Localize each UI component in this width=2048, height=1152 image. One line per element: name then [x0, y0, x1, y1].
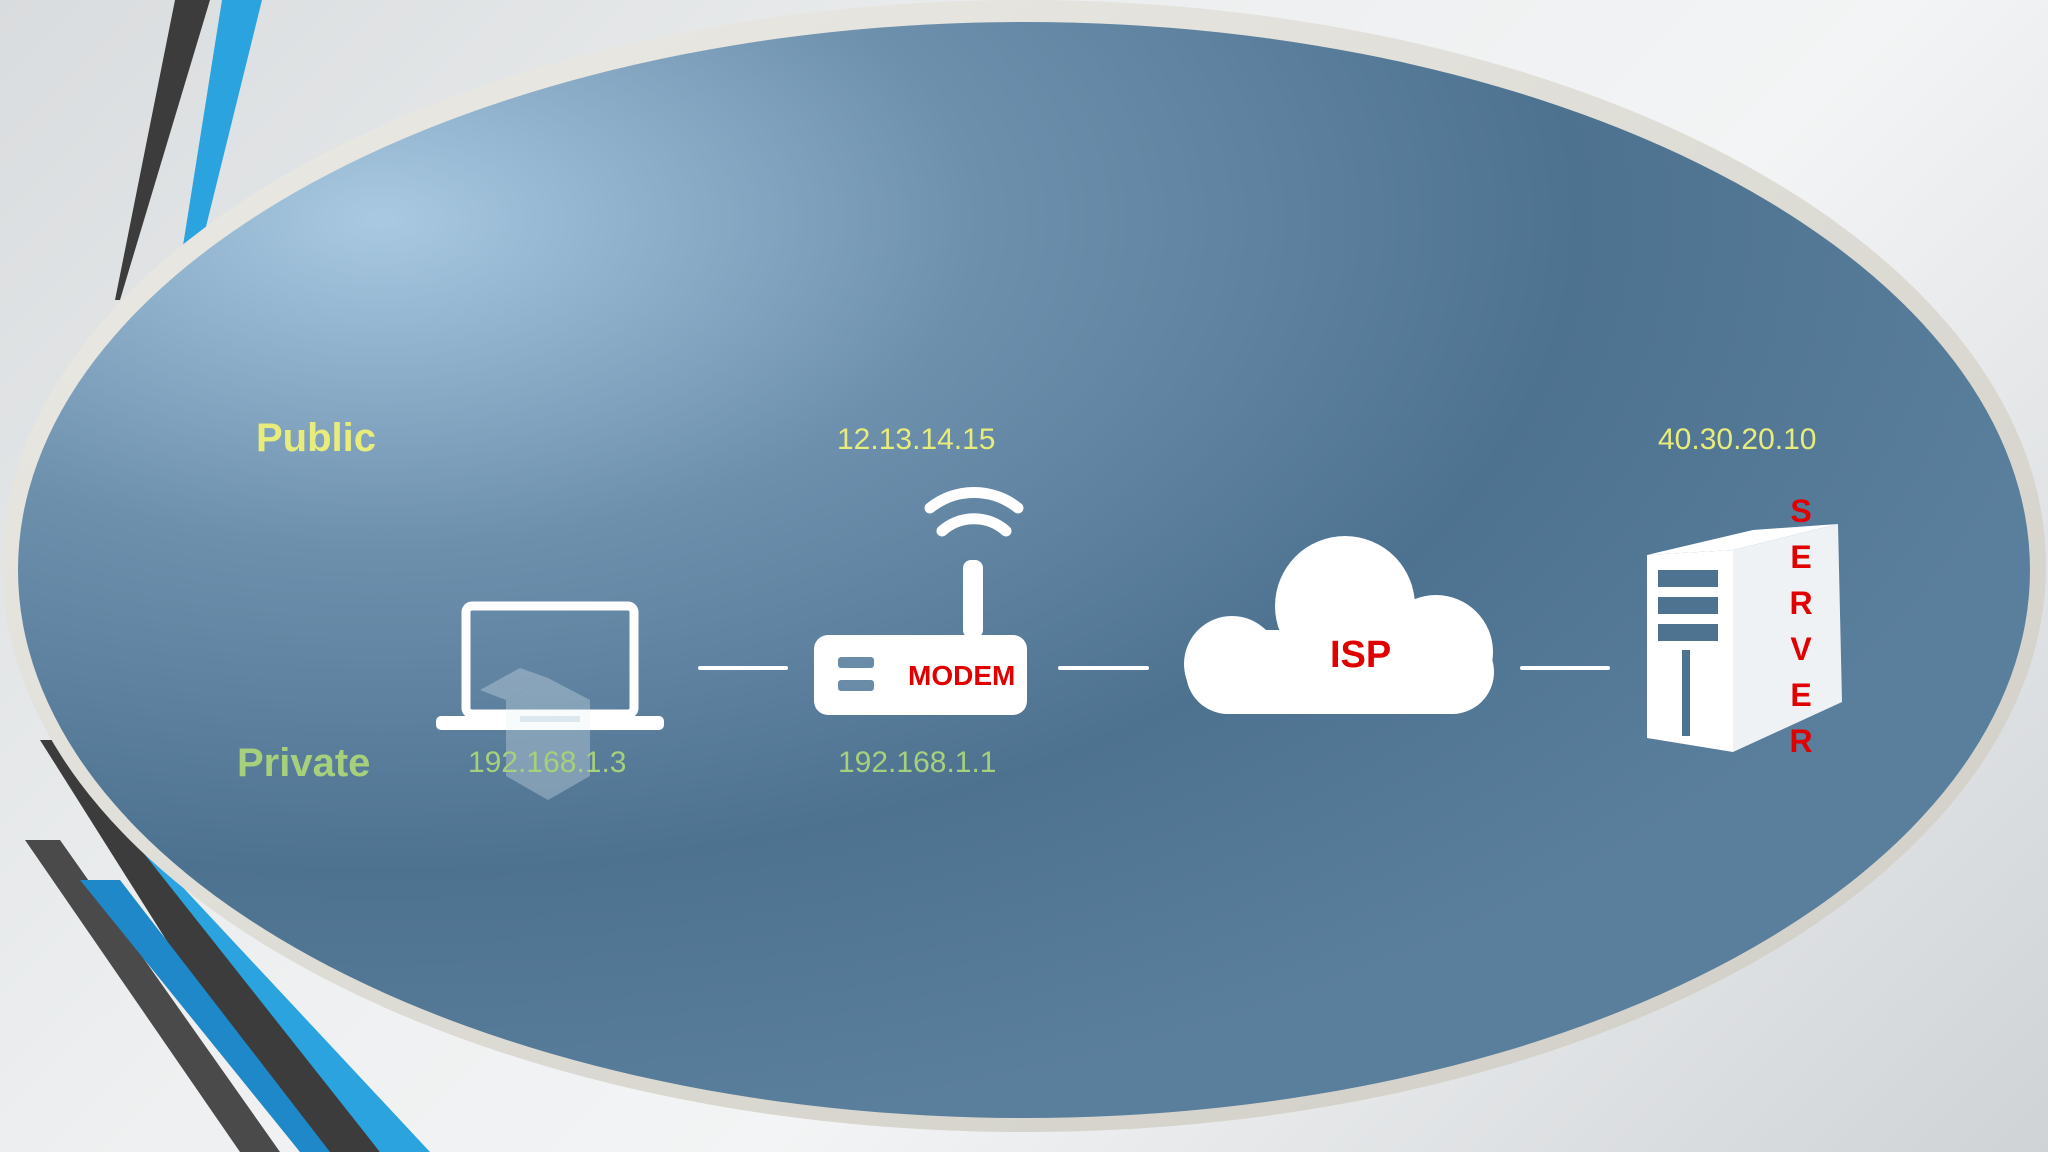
ellipse-background — [18, 22, 2030, 1118]
isp-label: ISP — [1330, 634, 1392, 676]
public-label: Public — [256, 416, 377, 460]
accent-stripes — [25, 0, 430, 1152]
wifi-icon — [924, 486, 1024, 537]
box-icon — [480, 668, 590, 800]
cloud-icon — [1184, 536, 1494, 714]
modem-public-ip: 12.13.14.15 — [837, 423, 996, 456]
private-label: Private — [237, 741, 371, 785]
laptop-private-ip: 192.168.1.3 — [468, 746, 627, 779]
server-label: SERVER — [1789, 493, 1813, 759]
modem-label: MODEM — [908, 660, 1016, 691]
laptop-icon — [436, 601, 664, 730]
server-public-ip: 40.30.20.10 — [1658, 423, 1817, 456]
modem-private-ip: 192.168.1.1 — [838, 746, 997, 779]
server-icon — [1647, 524, 1842, 752]
modem-icon — [814, 560, 1027, 715]
